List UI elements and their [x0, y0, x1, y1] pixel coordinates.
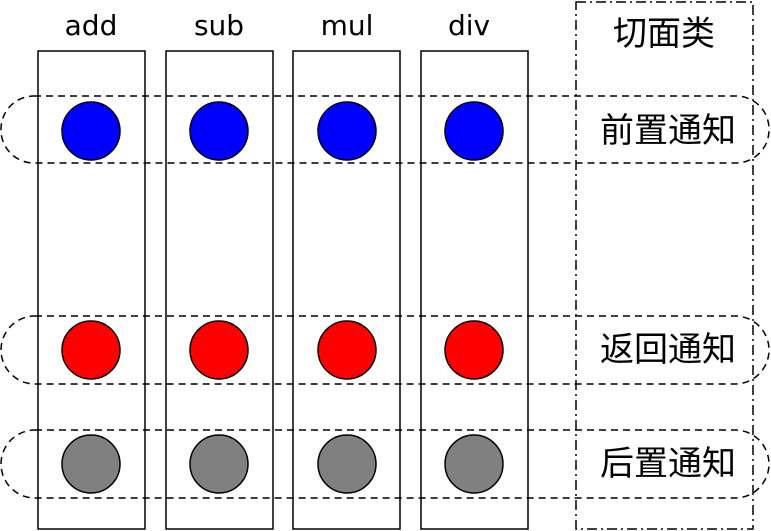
column-label-add: add — [64, 9, 118, 42]
advice-circle-after-sub — [189, 434, 249, 494]
advice-circle-after-returning-sub — [189, 320, 249, 380]
band-label-before: 前置通知 — [600, 111, 736, 151]
column-label-sub: sub — [193, 9, 245, 42]
advice-band-before — [0, 95, 770, 164]
advice-circle-before-add — [61, 101, 121, 161]
aspect-class-title: 切面类 — [613, 14, 715, 54]
advice-band-after — [0, 429, 770, 499]
advice-circles — [61, 101, 504, 494]
advice-band-after-returning — [0, 315, 770, 385]
aspect-class-box — [575, 1, 754, 530]
advice-circle-after-add — [61, 434, 121, 494]
column-label-div: div — [447, 9, 491, 42]
advice-circle-after-div — [444, 434, 504, 494]
column-box-sub — [165, 50, 274, 530]
band-label-after-returning: 返回通知 — [600, 330, 736, 370]
column-box-add — [37, 50, 146, 530]
column-box-div — [420, 50, 529, 530]
band-label-after: 后置通知 — [600, 444, 736, 484]
advice-circle-before-div — [444, 101, 504, 161]
advice-circle-after-returning-div — [444, 320, 504, 380]
advice-circle-after-mul — [317, 434, 377, 494]
advice-circle-before-sub — [189, 101, 249, 161]
column-label-mul: mul — [320, 9, 374, 42]
advice-circle-after-returning-mul — [317, 320, 377, 380]
advice-circle-before-mul — [317, 101, 377, 161]
advice-circle-after-returning-add — [61, 320, 121, 380]
column-box-mul — [292, 50, 401, 530]
